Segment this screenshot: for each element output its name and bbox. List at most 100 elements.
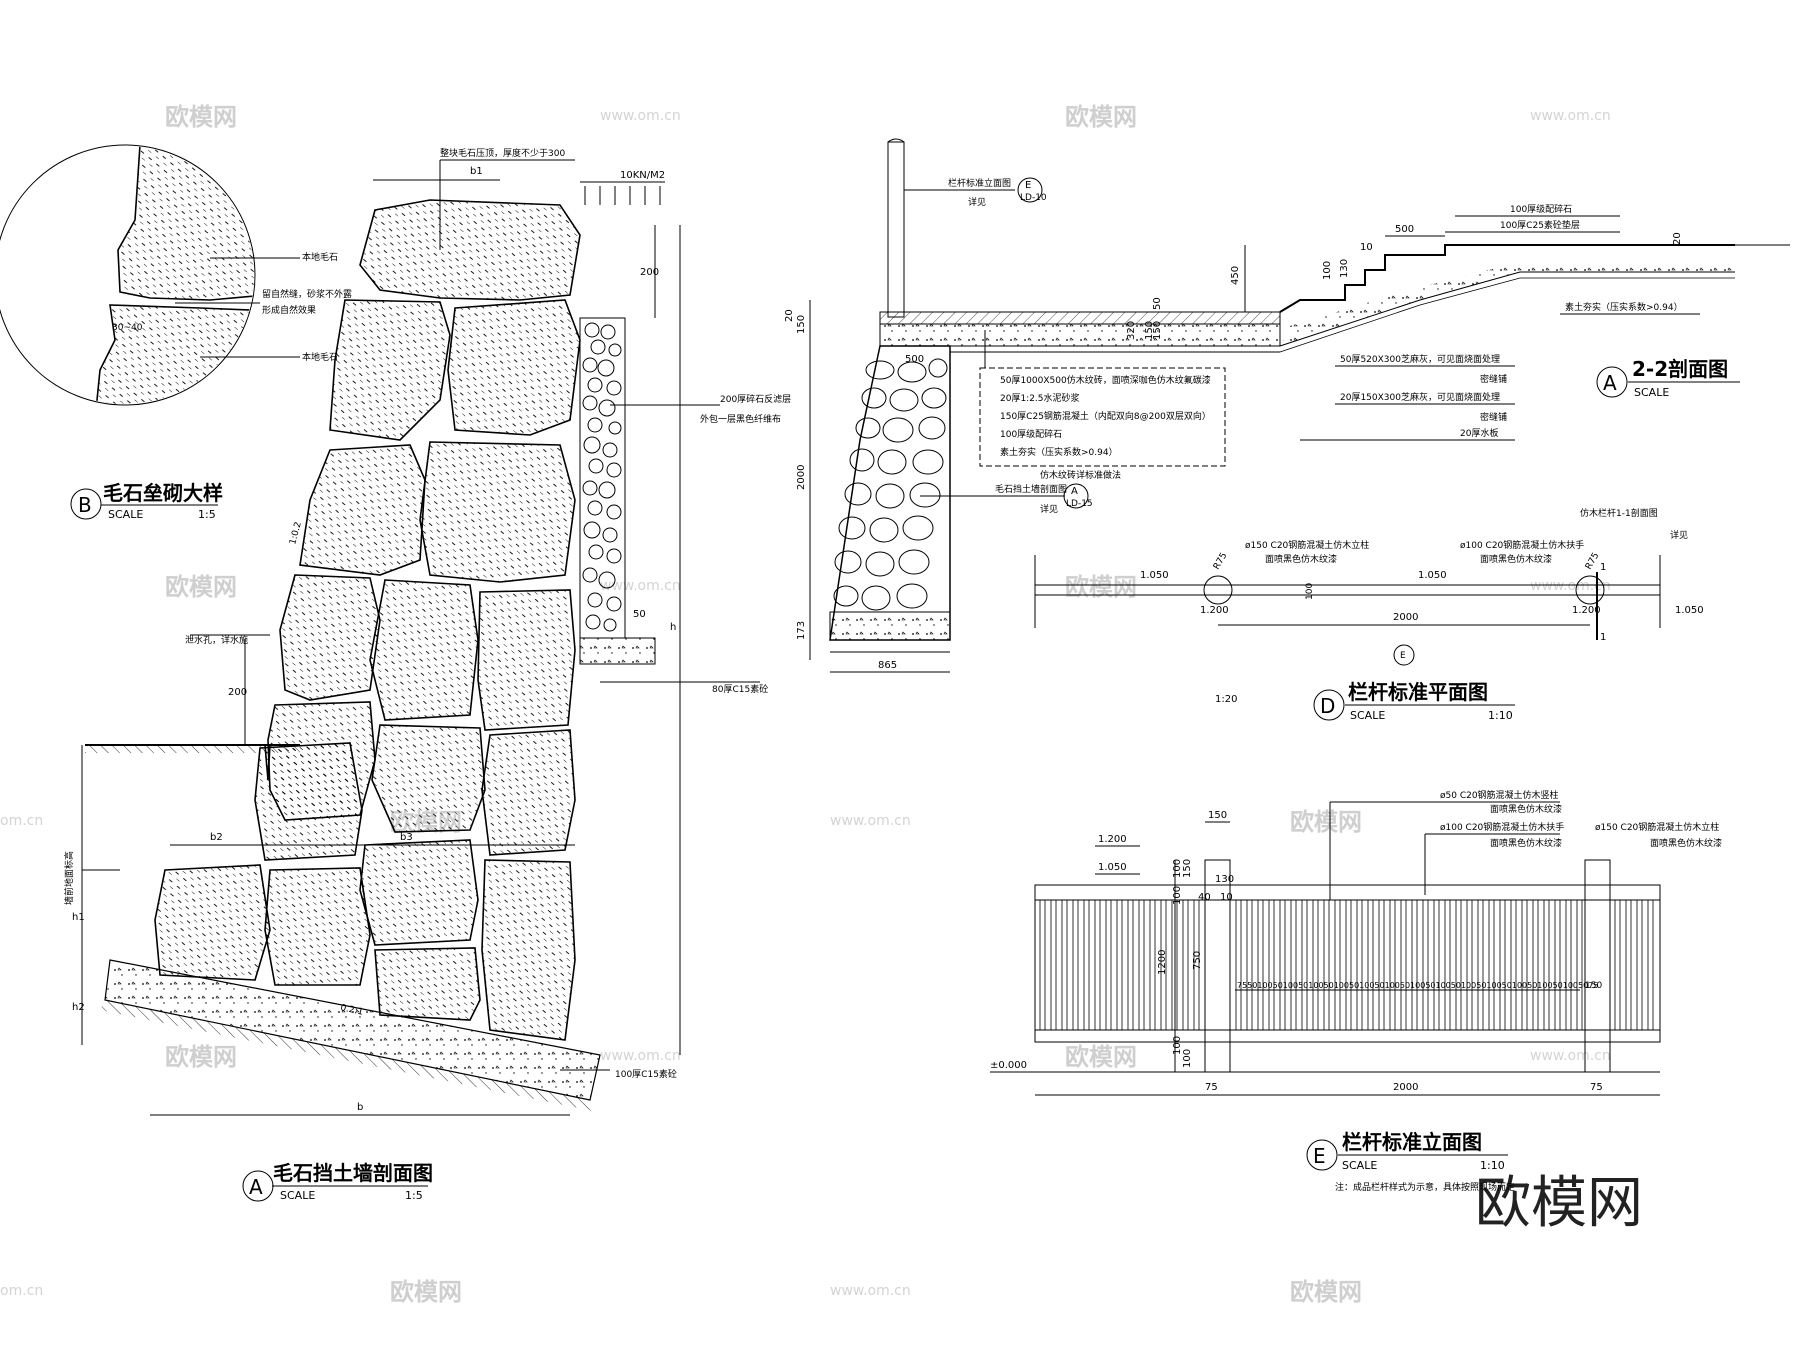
right-note: 密缝铺: [1480, 411, 1507, 423]
baluster: [1182, 899, 1189, 1031]
elev-spacing: 7550100501005010050100501005010050100501…: [1237, 981, 1598, 990]
watermark-brand: 欧模网: [1290, 1278, 1362, 1306]
watermark-url: www.om.cn: [600, 578, 681, 594]
elev-label: ø150 C20钢筋混凝土仿木立柱: [1595, 821, 1719, 833]
detail-b-title: 毛石垒砌大样: [103, 481, 223, 505]
ref-top: 栏杆标准立面图: [948, 177, 1011, 189]
note-base: 80厚C15素砼: [712, 683, 768, 695]
right-note: 100厚C25素砼垫层: [1500, 219, 1580, 231]
elev-label: ø50 C20钢筋混凝土仿木竖柱: [1440, 789, 1559, 801]
dim-22: 150: [796, 315, 807, 334]
ref-top-badge: E: [1025, 180, 1031, 191]
baluster: [1488, 899, 1495, 1031]
elev-stack: 100: [1172, 886, 1183, 905]
baluster: [1301, 899, 1308, 1031]
baluster: [1268, 899, 1275, 1031]
elev-level: 1.200: [1098, 834, 1127, 845]
section-a-scale-value: 1:5: [405, 1189, 423, 1202]
baluster: [1411, 899, 1418, 1031]
detail-b-note: 留自然缝，砂浆不外露: [262, 288, 352, 300]
layer-note: 100厚级配碎石: [1000, 428, 1062, 440]
right-note: 素土夯实（压实系数>0.94）: [1565, 301, 1683, 313]
layer-note: 50厚1000X500仿木纹砖，面喷深咖色仿木纹氟碳漆: [1000, 374, 1211, 386]
watermark-url: www.om.cn: [1530, 1048, 1611, 1064]
baluster: [1257, 899, 1264, 1031]
ref-wall: 毛石挡土墙剖面图: [995, 483, 1067, 495]
baluster: [1614, 899, 1621, 1031]
elev-spacing-end: 150: [1585, 981, 1602, 991]
baluster: [1625, 899, 1632, 1031]
elev-d130: 130: [1215, 874, 1234, 885]
note-slope-top: 1:0.2: [288, 521, 304, 546]
ref-wall-badge: A: [1071, 486, 1078, 497]
section-22-title: 2-2剖面图: [1632, 357, 1728, 381]
baluster: [1039, 899, 1046, 1031]
baluster: [1246, 899, 1253, 1031]
baluster: [1367, 899, 1374, 1031]
baluster: [1116, 899, 1123, 1031]
note-left-label: 墙前地面标高: [63, 851, 75, 905]
baluster: [1466, 899, 1473, 1031]
right-note: 50厚520X300芝麻灰，可见面烧面处理: [1340, 353, 1500, 365]
detail-b-dim: 30~40: [112, 323, 143, 333]
detail-b-badge-circle: [70, 488, 102, 520]
section-a-drawing: b1 整块毛石压顶，厚度不少于300 10KN/M2 200 h 200厚碎石反…: [63, 147, 791, 1202]
detail-b-note: 本地毛石: [302, 251, 338, 263]
section-22-drawing: 500 10 100 130 450 20 150 320 50 150 20 …: [784, 138, 1790, 673]
elev-e-badge-circle: [1306, 1139, 1338, 1171]
balusters: [1039, 899, 1654, 1031]
baluster: [1455, 899, 1462, 1031]
dim-200a: 200: [640, 267, 659, 278]
baluster: [1160, 899, 1167, 1031]
watermark-url: om.cn: [0, 813, 43, 829]
elev-d150: 150: [1208, 810, 1227, 821]
baluster: [1334, 899, 1341, 1031]
elev-stack: 100: [1172, 1036, 1183, 1055]
plan-d-badge-circle: [1313, 689, 1345, 721]
dim-22: 130: [1339, 259, 1350, 278]
dim-b2: b2: [210, 832, 223, 843]
dim-22: 50: [1152, 297, 1163, 310]
elev-e-badge: E: [1313, 1144, 1326, 1168]
watermark-url: www.om.cn: [830, 813, 911, 829]
watermark-url: www.om.cn: [830, 1283, 911, 1299]
right-note: 20厚150X300芝麻灰，可见面烧面处理: [1340, 391, 1500, 403]
dim-b: b: [357, 1102, 363, 1113]
elev-d75a: 75: [1205, 1082, 1218, 1093]
dim-200b: 200: [228, 687, 247, 698]
elev-d2000: 2000: [1393, 1082, 1418, 1093]
elev-label: 面喷黑色仿木纹漆: [1490, 837, 1562, 849]
elev-d40: 40: [1198, 892, 1211, 903]
elev-d10: 10: [1220, 892, 1233, 903]
layer-note: 150厚C25钢筋混凝土（内配双向8@200双层双向）: [1000, 410, 1211, 422]
ref-top-see: 详见: [968, 196, 986, 208]
plan-cut: 1: [1600, 632, 1606, 643]
section-a-badge: A: [249, 1175, 263, 1199]
elev-label: 面喷黑色仿木纹漆: [1490, 803, 1562, 815]
section-a-scale-word: SCALE: [280, 1189, 315, 1202]
baluster: [1127, 899, 1134, 1031]
note-load: 10KN/M2: [620, 170, 665, 181]
watermark-brand: 欧模网: [1065, 573, 1137, 601]
watermark-brand: 欧模网: [1065, 103, 1137, 131]
dim-22: 450: [1230, 266, 1241, 285]
baluster: [1444, 899, 1451, 1031]
note-top-stone: 整块毛石压顶，厚度不少于300: [440, 147, 565, 159]
plan-d-scale-word: SCALE: [1350, 709, 1385, 722]
dim-22: 10: [1360, 242, 1373, 253]
plan-level: 1.200: [1572, 605, 1601, 616]
section-22-badge-circle: [1596, 366, 1628, 398]
dim-22: 150: [1144, 321, 1155, 340]
baluster: [1235, 899, 1242, 1031]
baluster: [1647, 899, 1654, 1031]
watermark-layer: 欧模网 www.om.cn 欧模网 www.om.cn 欧模网 www.om.c…: [0, 103, 1643, 1306]
baluster: [1378, 899, 1385, 1031]
baluster: [1083, 899, 1090, 1031]
elev-e-scale-word: SCALE: [1342, 1159, 1377, 1172]
baluster: [1050, 899, 1057, 1031]
plan-ref-see: 详见: [1670, 529, 1688, 541]
elev-d750: 750: [1192, 951, 1203, 970]
wall-rubble: [833, 358, 948, 611]
baluster: [1290, 899, 1297, 1031]
watermark-url: www.om.cn: [1530, 578, 1611, 594]
